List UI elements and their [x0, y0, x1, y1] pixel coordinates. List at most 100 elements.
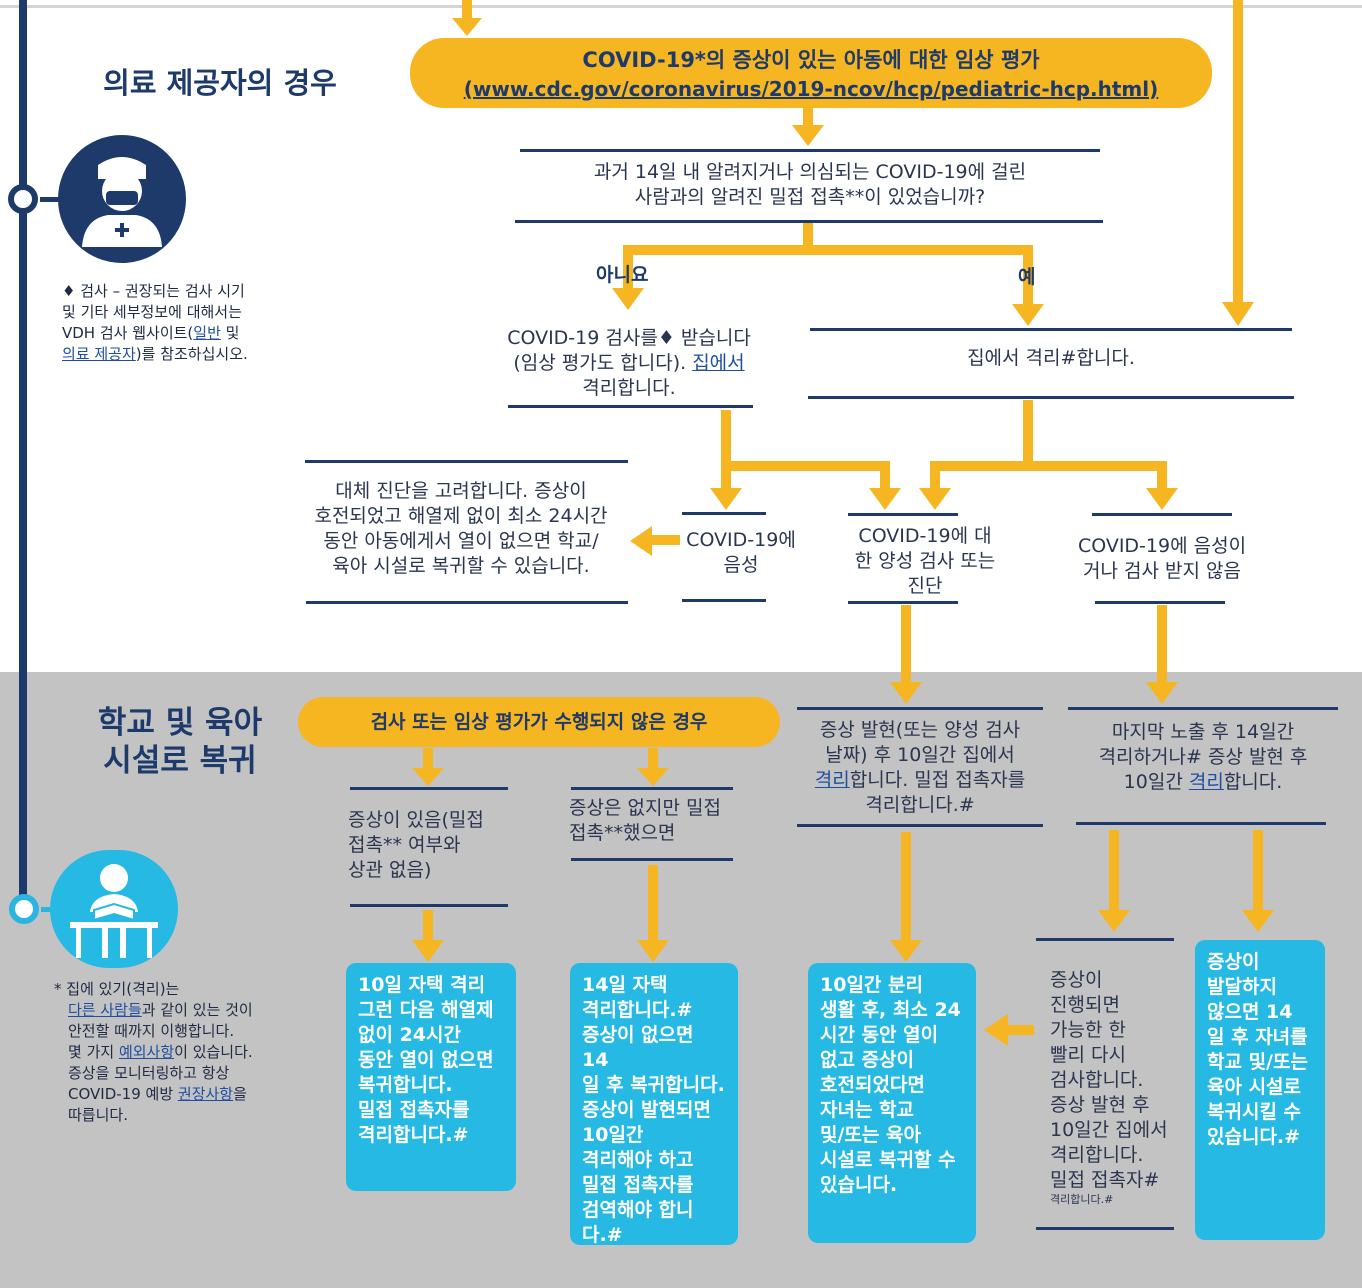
answer-no-label: 아니요	[596, 264, 649, 286]
retest-line: 빨리 다시	[1050, 1044, 1126, 1066]
contact-isolate-line: 격리하거나# 증상 발현 후	[1098, 746, 1308, 768]
isolation-note-line: * 집에 있기(격리)는	[54, 980, 180, 998]
timeline-node-school	[9, 894, 39, 924]
outcome-line: 증상이 발현되면	[582, 1099, 711, 1121]
others-link[interactable]: 다른 사람들	[68, 1001, 142, 1019]
isolation-note: * 집에 있기(격리)는 다른 사람들과 같이 있는 것이 안전할 때까지 이행…	[54, 979, 304, 1126]
exceptions-link[interactable]: 예외사항	[118, 1043, 175, 1061]
question-rule-bottom	[515, 220, 1103, 223]
retest-line: 격리합니다.	[1050, 1144, 1144, 1166]
pos-isolate-line: 증상 발현(또는 양성 검사	[819, 719, 1021, 741]
outcome-line: 학교 및/또는	[1207, 1051, 1308, 1073]
isolate-rule-bottom	[808, 396, 1294, 399]
testing-note-line: 및 기타 세부정보에 대해서는	[62, 303, 242, 321]
no-symptoms-contact: 증상은 없지만 밀접 접촉**했으면	[569, 796, 749, 846]
outcome-line: 증상이	[1207, 951, 1260, 973]
get-tested-rule	[508, 405, 753, 408]
outcome-line: 않으면 14	[1207, 1001, 1293, 1023]
outcome-line: 격리합니다.#	[582, 999, 693, 1021]
outcome-line: 증상이 없으면 14	[582, 1024, 694, 1071]
no-symptoms-rule-top	[571, 787, 733, 790]
pos-isolate-line: 날짜) 후 10일간 집에서	[825, 744, 1015, 766]
outcome-line: 10일간 분리	[820, 974, 923, 996]
outcome-line: 14일 자택	[582, 974, 668, 996]
untested-rule-bottom	[1095, 601, 1225, 604]
get-tested-line: COVID-19 검사를♦ 받습니다	[507, 327, 751, 349]
negative-or-untested: COVID-19에 음성이 거나 검사 받지 않음	[1060, 534, 1264, 584]
provider-testing-link[interactable]: 의료 제공자	[62, 345, 136, 363]
general-testing-link[interactable]: 일반	[193, 324, 221, 342]
retest-line: 진행되면	[1050, 994, 1120, 1016]
positive-result: COVID-19에 대 한 양성 검사 또는 진단	[840, 524, 1010, 599]
no-evaluation-pill: 검사 또는 임상 평가가 수행되지 않은 경우	[298, 697, 780, 747]
isolation-note-text: 과 같이 있는 것이	[141, 1001, 253, 1019]
retest-line: 증상이	[1050, 969, 1103, 991]
provider-section-title: 의료 제공자의 경우	[103, 66, 337, 100]
contact-isolate-line: 마지막 노출 후 14일간	[1111, 721, 1295, 743]
home-isolation-link[interactable]: 집에서	[692, 352, 745, 374]
outcome-line: 발달하지	[1207, 976, 1277, 998]
school-title-line: 학교 및 육아	[97, 705, 263, 741]
get-tested-line: 격리합니다.	[582, 377, 676, 399]
alt-diagnosis-rule-top	[305, 460, 628, 463]
outcome-line: 검역해야 합니다.#	[582, 1199, 694, 1246]
testing-note: ♦ 검사 – 권장되는 검사 시기 및 기타 세부정보에 대해서는 VDH 검사…	[62, 281, 302, 365]
question-line: 사람과의 알려진 밀접 접촉**이 있었습니까?	[634, 186, 986, 208]
school-section-title: 학교 및 육아 시설로 복귀	[80, 704, 280, 780]
pos-isolate-rule-bottom	[797, 824, 1043, 827]
isolation-note-line: 증상을 모니터링하고 항상	[68, 1064, 230, 1082]
contact-isolation-link[interactable]: 격리	[1188, 771, 1224, 793]
answer-yes-label: 예	[1018, 266, 1036, 288]
symptoms-line: 증상이 있음(밀접	[348, 809, 484, 831]
provider-connector	[40, 197, 60, 202]
contact-isolation: 마지막 노출 후 14일간 격리하거나# 증상 발현 후 10일간 격리합니다.	[1068, 720, 1338, 795]
testing-note-tail: )를 참조하십시오.	[135, 345, 248, 363]
positive-rule-bottom	[848, 601, 958, 604]
no-symptoms-rule-bottom	[571, 858, 733, 861]
retest-line: 가능한 한	[1050, 1019, 1126, 1041]
outcome-line: 시설로 복귀할 수	[820, 1149, 956, 1171]
alt-diagnosis-line: 호전되었고 해열제 없이 최소 24시간	[314, 505, 608, 527]
positive-isolation: 증상 발현(또는 양성 검사 날짜) 후 10일간 집에서 격리합니다. 밀접 …	[797, 718, 1043, 818]
symptoms-rule-top	[350, 787, 508, 790]
untested-line: 거나 검사 받지 않음	[1083, 560, 1241, 582]
cdc-pediatric-link[interactable]: (www.cdc.gov/coronavirus/2019-ncov/hcp/p…	[463, 77, 1159, 101]
alt-diagnosis-statement: 대체 진단을 고려합니다. 증상이 호전되었고 해열제 없이 최소 24시간 동…	[296, 479, 626, 579]
outcome-line: 없고 증상이	[820, 1049, 915, 1071]
contact-isolate-text: 10일간	[1123, 771, 1189, 793]
outcome-line: 없이 24시간	[358, 1024, 461, 1046]
outcome-line: 일 후 자녀를	[1207, 1026, 1308, 1048]
get-tested-text: (임상 평가도 합니다).	[513, 352, 693, 374]
retest-statement: 증상이 진행되면 가능한 한 빨리 다시 검사합니다. 증상 발현 후 10일간…	[1050, 968, 1190, 1206]
isolation-note-line: 안전할 때까지 이행합니다.	[68, 1022, 235, 1040]
retest-line: 10일간 집에서	[1050, 1119, 1168, 1141]
isolation-note-text: 이 있습니다.	[174, 1043, 253, 1061]
pos-isolate-rule-top	[797, 707, 1043, 710]
doctor-icon	[58, 135, 186, 263]
positive-rule-top	[848, 513, 958, 516]
retest-line: 증상 발현 후	[1050, 1094, 1150, 1116]
recommendations-link[interactable]: 권장사항	[177, 1085, 234, 1103]
outcome-line: 그런 다음 해열제	[358, 999, 494, 1021]
close-contact-question: 과거 14일 내 알려지거나 의심되는 COVID-19에 걸린 사람과의 알려…	[520, 160, 1100, 210]
positive-line: COVID-19에 대	[858, 525, 992, 547]
isolation-link[interactable]: 격리	[814, 769, 850, 791]
testing-note-line: VDH 검사 웹사이트(	[62, 324, 194, 342]
question-rule-top	[520, 149, 1100, 152]
outcome-line: 10일간	[582, 1124, 644, 1146]
outcome-box-symptomatic: 10일 자택 격리 그런 다음 해열제 없이 24시간 동안 열이 없으면 복귀…	[346, 963, 516, 1191]
alt-diagnosis-line: 동안 아동에게서 열이 없으면 학교/	[323, 530, 599, 552]
outcome-line: 복귀합니다.	[358, 1074, 453, 1096]
isolation-note-text: 몇 가지	[68, 1043, 119, 1061]
pos-isolate-text: 합니다. 밀접 접촉자를	[849, 769, 1026, 791]
isolate-rule-top	[810, 328, 1292, 331]
negative-line: 음성	[723, 554, 759, 576]
isolation-note-text: 을	[233, 1085, 247, 1103]
timeline-line	[19, 0, 27, 910]
symptoms-rule-bottom	[350, 904, 508, 907]
outcome-line: 밀접 접촉자를	[358, 1099, 470, 1121]
clinical-evaluation-pill: COVID-19*의 증상이 있는 아동에 대한 임상 평가 (www.cdc.…	[410, 38, 1212, 108]
positive-line: 한 양성 검사 또는	[854, 550, 996, 572]
timeline-node-provider	[8, 184, 38, 214]
question-line: 과거 14일 내 알려지거나 의심되는 COVID-19에 걸린	[593, 161, 1027, 183]
